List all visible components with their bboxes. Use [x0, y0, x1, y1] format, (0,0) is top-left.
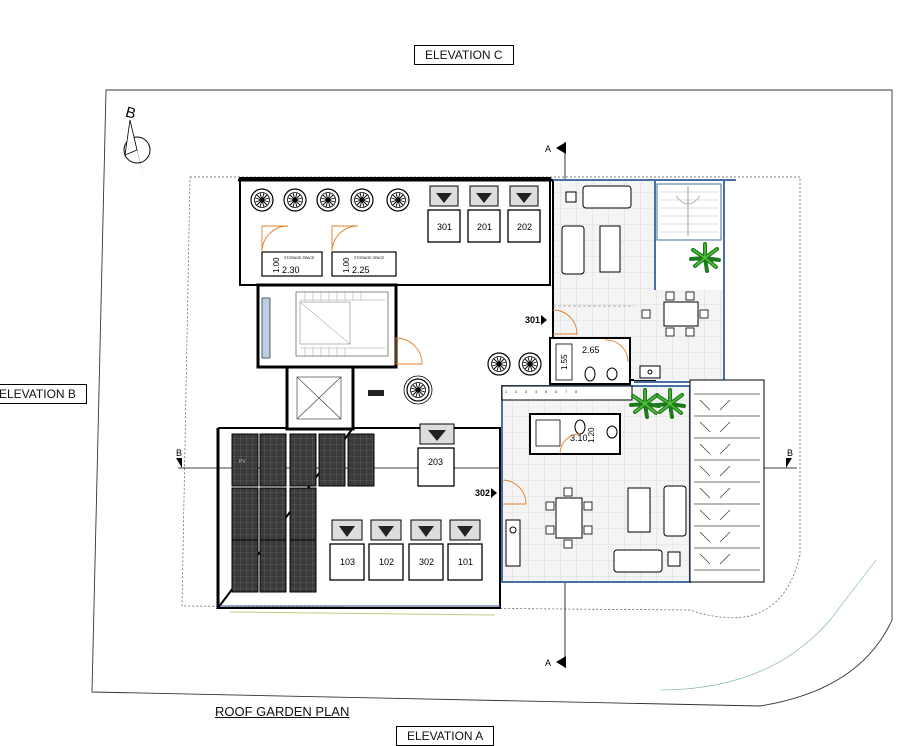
elevation-b-label: ELEVATION B	[0, 387, 76, 401]
storage-space-1: STORAGE SPACE 2.30 1.00	[261, 225, 323, 277]
pv-label: PV	[239, 459, 246, 465]
wc-lower-dim: 3.10	[570, 433, 588, 443]
tank-202-label: 202	[517, 222, 532, 232]
unit-301	[552, 179, 736, 383]
svg-text:5: 5	[545, 389, 548, 394]
tank-301-label: 301	[437, 222, 452, 232]
tank-302-label: 302	[419, 557, 434, 567]
storage-1-dim-h: 2.30	[282, 265, 300, 275]
water-tank-103: 103	[329, 519, 365, 581]
solar-panel-array: PV	[231, 433, 375, 593]
elevation-c-label: ELEVATION C	[425, 48, 503, 62]
storage-1-label: STORAGE SPACE	[284, 256, 315, 260]
svg-text:6: 6	[555, 389, 558, 394]
tank-201-label: 201	[477, 222, 492, 232]
tank-102-label: 102	[379, 557, 394, 567]
storage-1-dim-v: 1.00	[272, 257, 281, 273]
tank-101-label: 101	[458, 557, 473, 567]
section-a-top-label: A	[545, 144, 551, 154]
setback-line	[181, 176, 801, 619]
drawing-title: ROOF GARDEN PLAN	[215, 704, 350, 719]
tank-103-label: 103	[340, 557, 355, 567]
svg-text:1: 1	[505, 389, 508, 394]
water-tank-202: 202	[507, 185, 541, 243]
svg-text:8: 8	[575, 389, 578, 394]
water-tank-101: 101	[447, 519, 483, 581]
water-tank-203: 203	[417, 423, 455, 487]
water-tank-201: 201	[467, 185, 501, 243]
section-b-right-label: B	[787, 448, 793, 458]
unit-302-label: 302	[475, 488, 490, 498]
storage-2-dim-v: 1.00	[342, 257, 351, 273]
elevation-c-tag: ELEVATION C	[414, 45, 514, 65]
stair-core	[256, 283, 423, 369]
svg-text:2: 2	[515, 389, 518, 394]
elevation-a-tag: ELEVATION A	[396, 726, 495, 746]
section-b-left-label: B	[176, 448, 182, 458]
tank-203-label: 203	[428, 457, 443, 467]
water-tank-102: 102	[368, 519, 404, 581]
upper-wc: 2.65 1.55	[549, 337, 631, 385]
unit-302: 1 2 3 4 5 6 7 8 3.10 1.20	[501, 385, 691, 583]
svg-text:7: 7	[565, 389, 568, 394]
storage-2-label: STORAGE SPACE	[354, 256, 385, 260]
wc-upper-dim-v: 1.55	[560, 354, 569, 370]
svg-text:3: 3	[525, 389, 528, 394]
elevation-a-label: ELEVATION A	[407, 729, 484, 743]
north-arrow-icon: B	[123, 104, 151, 178]
plot-boundary	[91, 89, 893, 707]
north-label: B	[124, 104, 138, 123]
elevation-b-tag: ELEVATION B	[0, 384, 87, 404]
elevator-shaft	[285, 365, 355, 431]
storage-2-dim-h: 2.25	[352, 265, 370, 275]
wc-upper-dim: 2.65	[582, 345, 600, 355]
parking-ramp	[689, 379, 765, 583]
water-tank-302: 302	[408, 519, 444, 581]
svg-text:4: 4	[535, 389, 538, 394]
storage-space-2: STORAGE SPACE 2.25 1.00	[331, 225, 397, 277]
water-tank-301: 301	[427, 185, 461, 243]
wc-lower-dim-v: 1.20	[587, 427, 596, 443]
section-a-bottom-label: A	[545, 658, 551, 668]
unit-301-label: 301	[525, 315, 540, 325]
